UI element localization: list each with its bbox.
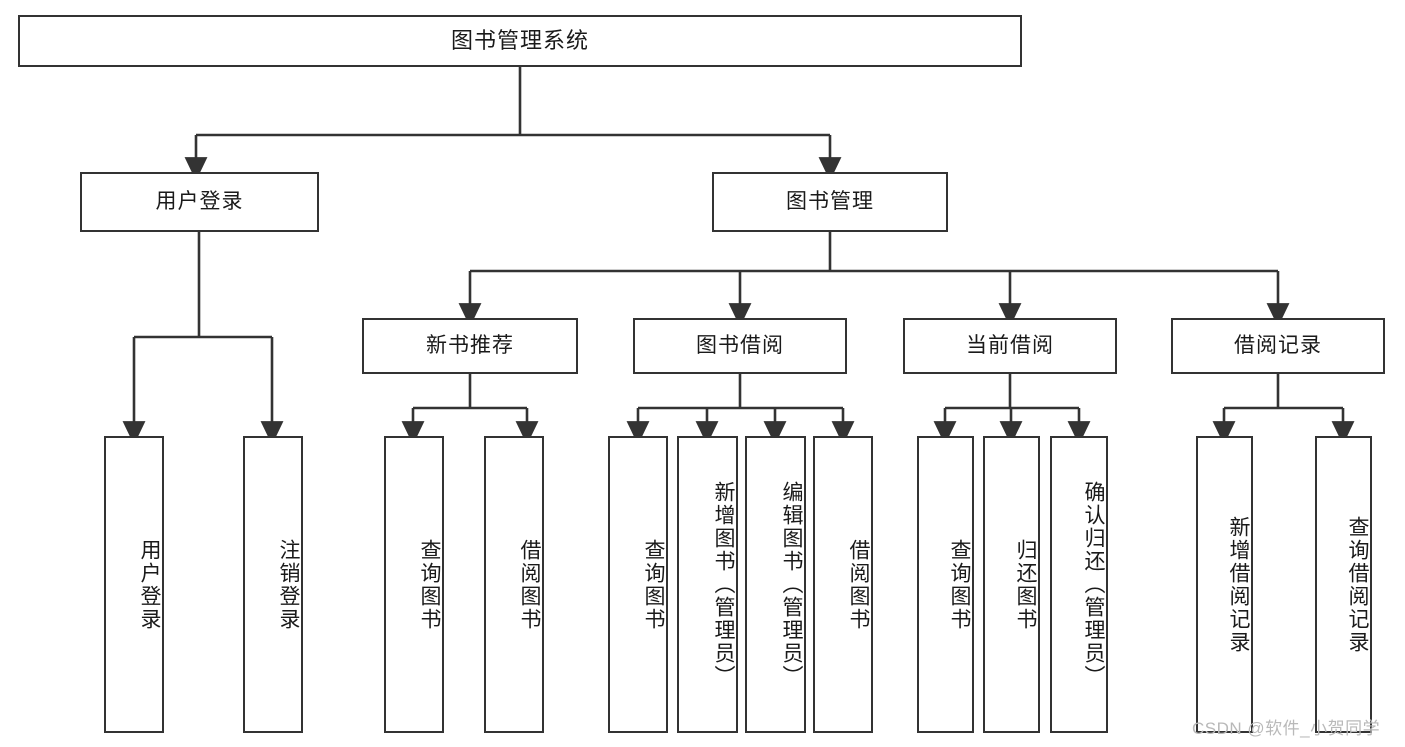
node-book-management[interactable]: 图书管理 [712,172,948,232]
leaf-borrow-book-borrowing[interactable]: 借阅图书 [813,436,873,733]
node-new-book-recommendation[interactable]: 新书推荐 [362,318,578,374]
leaf-edit-book-admin[interactable]: 编辑图书（管理员） [745,436,806,733]
leaf-user-logout[interactable]: 注销登录 [243,436,303,733]
node-borrowing-records[interactable]: 借阅记录 [1171,318,1385,374]
leaf-query-borrowing-record[interactable]: 查询借阅记录 [1315,436,1372,733]
leaf-query-book-new-recommendation[interactable]: 查询图书 [384,436,444,733]
leaf-add-borrowing-record[interactable]: 新增借阅记录 [1196,436,1253,733]
node-book-borrowing[interactable]: 图书借阅 [633,318,847,374]
leaf-borrow-book-new-recommendation[interactable]: 借阅图书 [484,436,544,733]
node-user-login[interactable]: 用户登录 [80,172,319,232]
leaf-user-login[interactable]: 用户登录 [104,436,164,733]
leaf-add-book-admin[interactable]: 新增图书（管理员） [677,436,738,733]
csdn-watermark: CSDN @软件_小贺同学 [1192,719,1381,738]
leaf-return-book[interactable]: 归还图书 [983,436,1040,733]
leaf-query-book-borrowing[interactable]: 查询图书 [608,436,668,733]
node-root-book-management-system[interactable]: 图书管理系统 [18,15,1022,67]
leaf-confirm-return-admin[interactable]: 确认归还（管理员） [1050,436,1108,733]
leaf-query-book-current[interactable]: 查询图书 [917,436,974,733]
node-current-borrowing[interactable]: 当前借阅 [903,318,1117,374]
